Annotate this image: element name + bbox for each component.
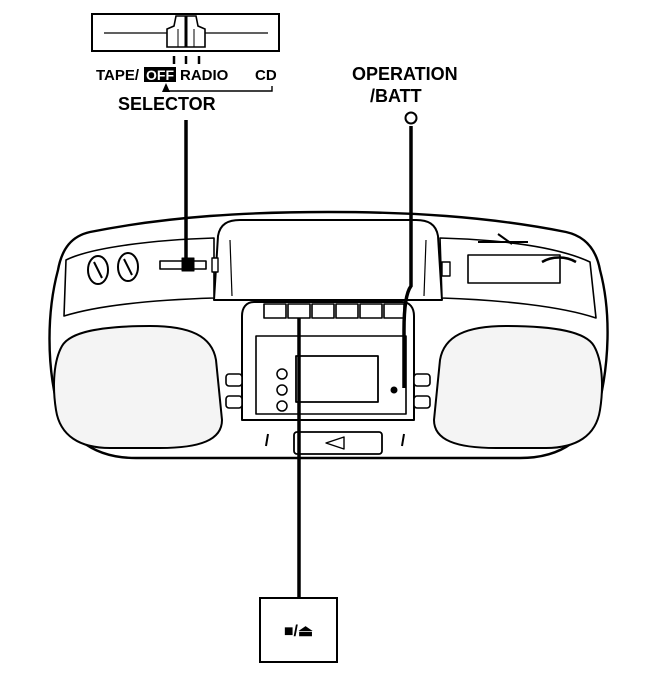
selector-switch-inset: TAPE/ OFF RADIO CD SELECTOR — [91, 13, 280, 114]
operation-leader-line — [402, 126, 413, 388]
selector-position-off: OFF — [146, 67, 174, 83]
right-speaker — [433, 325, 603, 449]
stop-eject-button-box — [259, 597, 338, 663]
operation-label-line2: /BATT — [370, 86, 422, 106]
display-window — [295, 355, 379, 403]
leader-lines — [184, 120, 413, 598]
left-speaker — [53, 325, 223, 449]
stop-eject-label: ■/⏏ — [284, 623, 313, 640]
selector-position-cd: CD — [255, 67, 277, 84]
selector-off-highlight — [144, 67, 176, 82]
selector-pointer-arrow — [162, 83, 170, 92]
selector-label: SELECTOR — [118, 94, 216, 114]
operation-indicator-icon — [404, 111, 418, 125]
selector-bracket — [165, 86, 273, 92]
boombox-body — [48, 210, 609, 460]
operation-led — [390, 386, 398, 394]
center-lid — [213, 219, 443, 301]
operation-label-line1: OPERATION — [352, 64, 458, 84]
selector-position-tape: TAPE/ — [96, 67, 140, 84]
selector-position-radio: RADIO — [180, 67, 229, 84]
operation-batt-callout: OPERATION /BATT — [352, 64, 458, 125]
cassette-keys — [263, 303, 405, 319]
stop-eject-callout: ■/⏏ — [259, 597, 338, 663]
